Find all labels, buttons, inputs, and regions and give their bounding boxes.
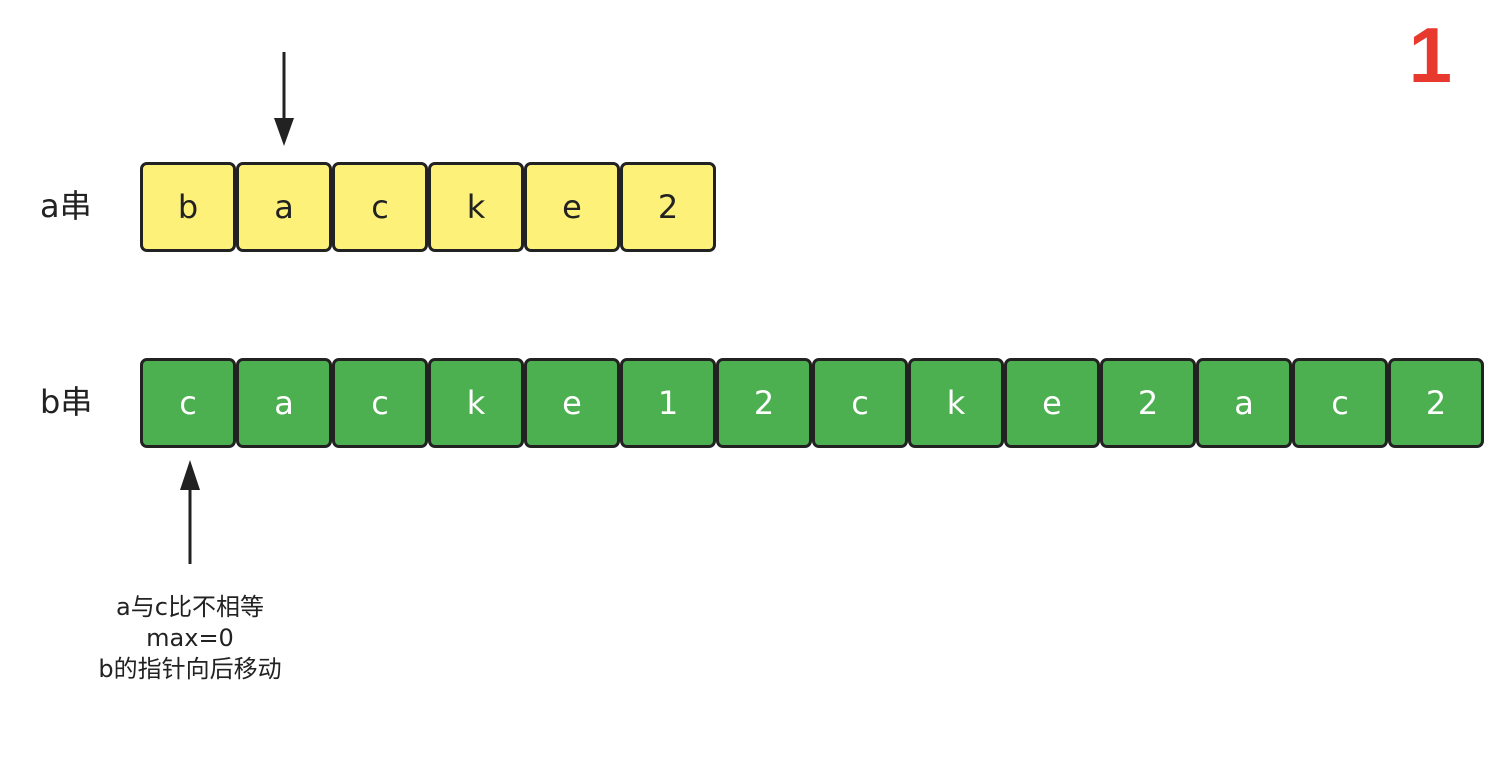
string-b-cell: k (908, 358, 1004, 448)
string-b-cell: 2 (1388, 358, 1484, 448)
note-line-move: b的指针向后移动 (98, 655, 282, 683)
string-b-cells: c a c k e 1 2 c k e 2 a c 2 (140, 358, 1484, 448)
string-a-cell: 2 (620, 162, 716, 252)
string-a-cell: e (524, 162, 620, 252)
string-a-cell: k (428, 162, 524, 252)
string-b-cell: c (140, 358, 236, 448)
string-a-cell: b (140, 162, 236, 252)
string-a-label: a串 (40, 187, 92, 225)
string-b-cell: a (236, 358, 332, 448)
string-a-cells: b a c k e 2 (140, 162, 716, 252)
string-b-cell: 1 (620, 358, 716, 448)
string-a-cell: c (332, 162, 428, 252)
string-b-cell: c (1292, 358, 1388, 448)
string-b-cell: k (428, 358, 524, 448)
string-b-label: b串 (40, 383, 93, 421)
step-note: a与c比不相等 max=0 b的指针向后移动 (70, 592, 310, 685)
note-line-max: max=0 (146, 624, 234, 652)
string-a-cell: a (236, 162, 332, 252)
string-b-cell: 2 (716, 358, 812, 448)
string-b-cell: e (1004, 358, 1100, 448)
string-b-cell: a (1196, 358, 1292, 448)
arrow-up-icon (180, 460, 200, 564)
string-b-cell: c (332, 358, 428, 448)
arrow-down-icon (274, 52, 294, 146)
string-b-cell: 2 (1100, 358, 1196, 448)
string-b-cell: c (812, 358, 908, 448)
string-b-cell: e (524, 358, 620, 448)
step-number: 1 (1408, 11, 1452, 99)
note-line-compare: a与c比不相等 (116, 593, 264, 621)
